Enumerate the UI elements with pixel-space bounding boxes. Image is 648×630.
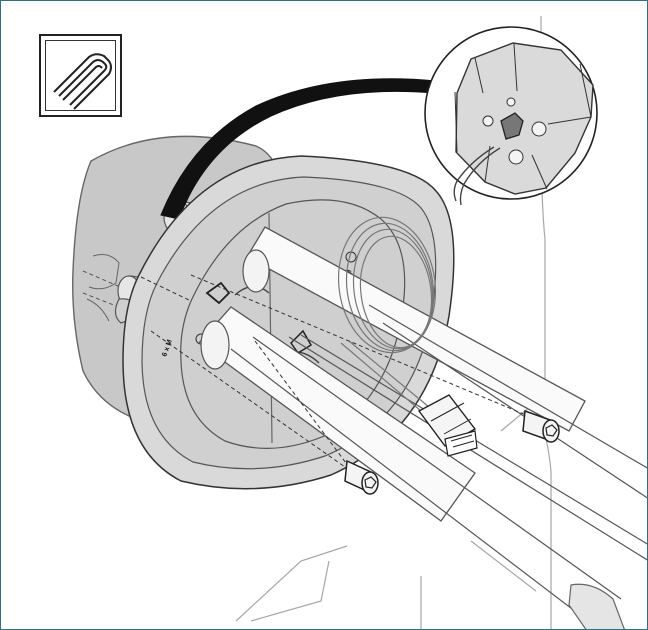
sensor-cable-coil: [337, 216, 437, 412]
tool-box: [39, 34, 122, 117]
cable-connector: [417, 394, 478, 457]
detail-callout: [424, 26, 598, 206]
heating-tubes: [198, 226, 647, 629]
tool-box-inner-border: [45, 40, 116, 111]
alignment-lines: [140, 274, 527, 468]
bolts: [344, 409, 560, 495]
hex-key-icon: [53, 53, 112, 110]
